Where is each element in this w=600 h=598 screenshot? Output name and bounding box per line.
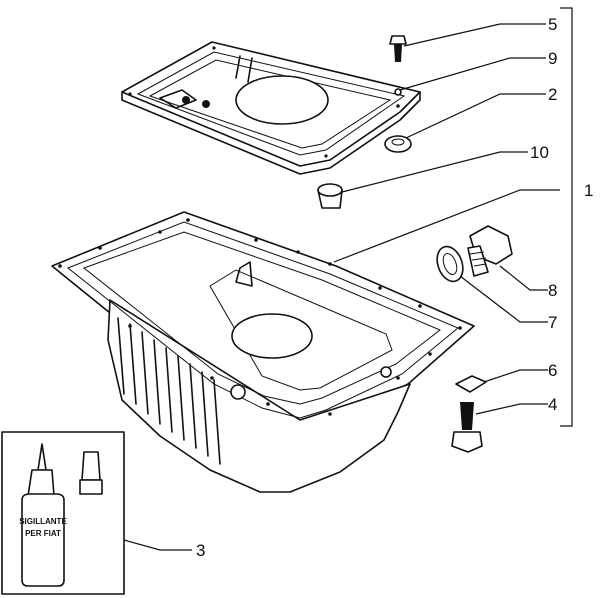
screw-part-4 xyxy=(451,402,483,453)
callout-10: 10 xyxy=(530,143,549,162)
bottle-label-line2: PER FIAT xyxy=(25,529,61,538)
drain-plug-part-8 xyxy=(467,225,513,277)
callout-7: 7 xyxy=(548,313,557,332)
clip-part-6 xyxy=(455,375,487,393)
callout-8: 8 xyxy=(548,281,557,300)
sealant-bottle: SIGILLANTE PER FIAT xyxy=(19,443,67,587)
seal-ring-part-7 xyxy=(436,245,464,283)
washer-part-9 xyxy=(394,88,402,96)
oil-pan-flange-holes xyxy=(58,218,462,416)
callout-4: 4 xyxy=(548,395,557,414)
oil-pan-fins xyxy=(117,317,221,465)
bolt-part-5 xyxy=(389,35,407,62)
oil-pan xyxy=(51,211,475,493)
callout-1: 1 xyxy=(584,181,593,200)
callout-5: 5 xyxy=(548,15,557,34)
callout-2: 2 xyxy=(548,85,557,104)
callout-9: 9 xyxy=(548,49,557,68)
leader-lines xyxy=(123,7,573,551)
bottle-label-line1: SIGILLANTE xyxy=(19,517,67,526)
sealant-box xyxy=(1,431,125,595)
callout-6: 6 xyxy=(548,361,557,380)
baffle-plate xyxy=(121,41,421,175)
plug-part-10 xyxy=(317,183,343,209)
bottle-cap xyxy=(79,451,103,495)
callout-3: 3 xyxy=(196,541,205,560)
washer-part-2 xyxy=(384,135,412,153)
callouts: 5 9 2 10 1 8 7 6 4 3 xyxy=(196,15,593,560)
